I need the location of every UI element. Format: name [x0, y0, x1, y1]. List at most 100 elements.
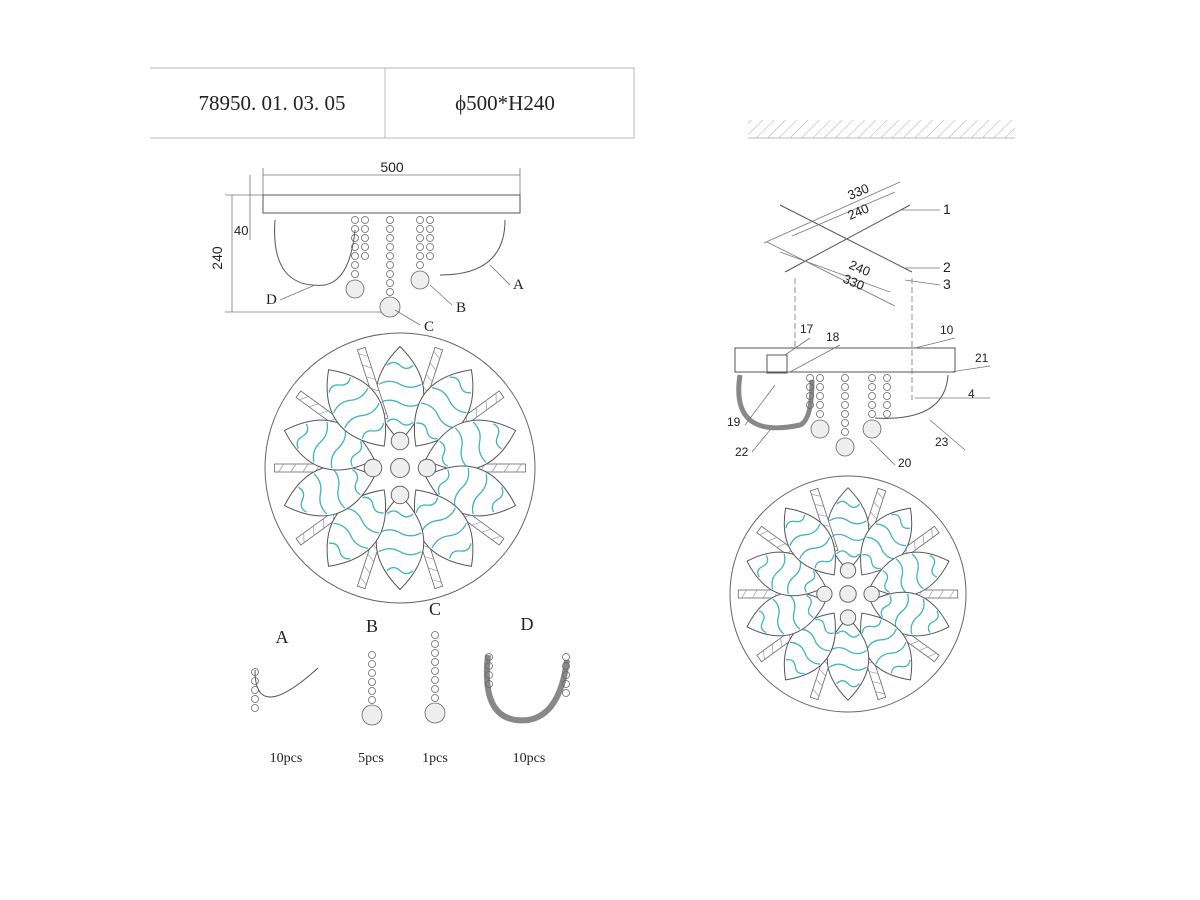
- petal-wave: [815, 618, 834, 635]
- crystal-bead: [868, 392, 876, 400]
- crystal-bead: [351, 261, 359, 269]
- crystal-ball: [424, 702, 446, 724]
- crystal-bead: [883, 392, 891, 400]
- crystal-bead: [841, 419, 849, 427]
- width-dimension: 500: [380, 159, 404, 175]
- crystal-bead: [351, 216, 359, 224]
- part-a-qty: 10pcs: [270, 751, 303, 766]
- crystal-bead: [868, 410, 876, 418]
- petal-wave: [865, 628, 897, 651]
- crystal-bead: [562, 662, 570, 670]
- callout-10: 10: [940, 323, 954, 337]
- crystal-bead: [426, 225, 434, 233]
- petal-wave: [296, 423, 309, 450]
- callout-22: 22: [735, 445, 749, 459]
- crystal-bead: [368, 687, 376, 695]
- crystal-bead: [368, 660, 376, 668]
- petal-wave: [836, 630, 860, 638]
- crystal-bead: [416, 225, 424, 233]
- glass-petal: [746, 591, 827, 637]
- crystal-ball: [863, 585, 880, 603]
- petal-wave: [829, 646, 867, 655]
- petal-wave: [836, 500, 860, 508]
- glass-petal: [326, 369, 386, 447]
- petal-wave: [862, 553, 881, 570]
- crystal-bead: [816, 374, 824, 382]
- callout-1: 1: [943, 201, 951, 217]
- crystal-drop: [424, 631, 446, 724]
- crystal-ball: [810, 419, 830, 439]
- crystal-ball: [361, 704, 383, 726]
- crystal-drop: [361, 216, 369, 260]
- petal-wave: [472, 421, 487, 463]
- leader-line: [751, 429, 771, 453]
- petal-wave: [836, 680, 860, 688]
- callout-a: A: [513, 277, 524, 293]
- crystal-ball: [862, 419, 882, 439]
- callout-18: 18: [826, 330, 840, 344]
- crystal-ball: [835, 437, 855, 457]
- petal-wave: [785, 658, 805, 675]
- callout-c: C: [424, 319, 434, 335]
- part-c-qty: 1pcs: [422, 751, 448, 766]
- petal-wave: [350, 441, 363, 467]
- glass-petal: [375, 345, 425, 442]
- leader-line: [784, 337, 811, 356]
- crystal-bead: [426, 243, 434, 251]
- crystal-bead: [841, 410, 849, 418]
- crystal-bead: [416, 216, 424, 224]
- top-view-rosette-right: [729, 475, 967, 713]
- part-a-label: A: [276, 627, 289, 647]
- title-block: 78950. 01. 03. 05 ϕ500*H240: [150, 67, 635, 139]
- crystal-bead: [351, 252, 359, 260]
- crystal-drop: [862, 374, 882, 439]
- petal-wave: [437, 469, 450, 495]
- crystal-ball: [390, 431, 410, 451]
- petal-wave: [386, 418, 414, 426]
- leader-line: [904, 279, 941, 286]
- petal-wave: [785, 514, 806, 529]
- crystal-bead: [368, 669, 376, 677]
- glass-petal: [860, 612, 913, 681]
- crystal-bead: [361, 234, 369, 242]
- petal-wave: [439, 440, 449, 467]
- crystal-ball: [417, 458, 437, 478]
- crystal-bead: [361, 252, 369, 260]
- petal-wave: [449, 543, 472, 559]
- petal-wave: [344, 507, 380, 534]
- leader-line: [869, 439, 896, 466]
- crystal-bead: [816, 392, 824, 400]
- crystal-bead: [806, 392, 814, 400]
- petal-wave: [331, 467, 346, 509]
- petal-wave: [829, 533, 867, 542]
- crystal-bead: [431, 631, 439, 639]
- callout-b: B: [456, 300, 466, 316]
- petal-wave: [330, 427, 347, 469]
- crystal-drop: [810, 374, 830, 439]
- crystal-bead: [816, 383, 824, 391]
- crystal-bead: [868, 374, 876, 382]
- crystal-bead: [431, 676, 439, 684]
- crystal-drop: [835, 374, 855, 457]
- crystal-bead: [386, 252, 394, 260]
- crystal-ball: [839, 562, 857, 579]
- petal-wave: [378, 529, 422, 537]
- petal-wave: [362, 496, 384, 514]
- petal-wave: [911, 553, 924, 590]
- crystal-ball: [345, 279, 365, 299]
- crystal-bead: [251, 686, 259, 694]
- petal-wave: [799, 628, 830, 652]
- center-crystal: [839, 585, 857, 603]
- crystal-bead: [368, 696, 376, 704]
- callout-2: 2: [943, 259, 951, 275]
- glass-petal: [414, 489, 474, 567]
- outer-ring: [264, 332, 536, 604]
- petal-wave: [757, 555, 769, 578]
- crystal-ball: [839, 609, 857, 626]
- petal-wave: [313, 473, 328, 515]
- leader-line: [914, 337, 956, 349]
- crystal-bead: [386, 288, 394, 296]
- petal-wave: [771, 553, 786, 590]
- petal-wave: [814, 554, 835, 569]
- canopy-dimension: 40: [234, 223, 248, 238]
